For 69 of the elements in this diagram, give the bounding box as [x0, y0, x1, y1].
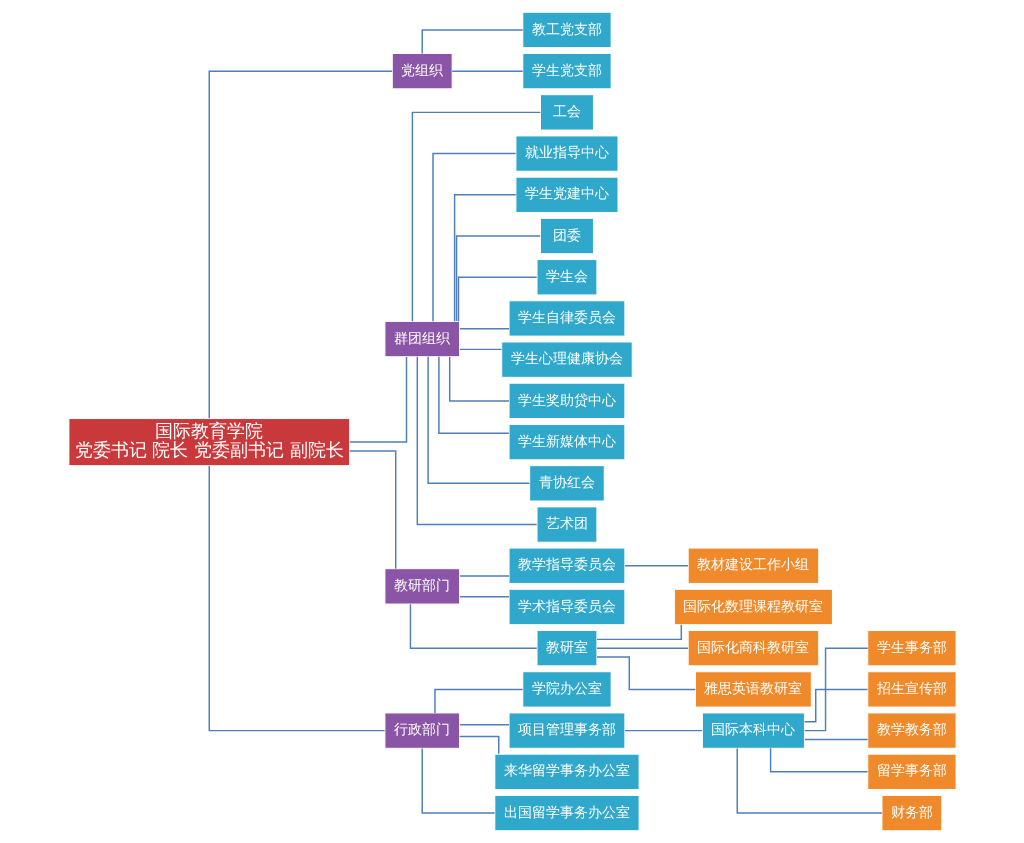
- node-box: 项目管理事务部: [508, 712, 625, 749]
- connector: [420, 747, 495, 814]
- connector: [595, 623, 682, 641]
- node-box: 招生宣传部: [866, 671, 957, 708]
- connector: [458, 724, 510, 726]
- connector: [458, 348, 502, 351]
- connector: [409, 603, 538, 649]
- connector: [623, 729, 703, 732]
- node-box: 工会: [539, 94, 594, 131]
- connector: [208, 70, 393, 420]
- node-box: 国际教育学院 党委书记 院长 党委副书记 副院长: [67, 418, 350, 467]
- connector: [458, 735, 499, 755]
- connector: [458, 328, 510, 330]
- connector: [458, 595, 510, 598]
- node-box: 来华留学事务办公室: [493, 753, 640, 790]
- connector: [348, 356, 407, 443]
- node-box: 学生会: [536, 259, 597, 296]
- connector: [769, 747, 868, 773]
- node-box: 学生新媒体中心: [508, 423, 625, 461]
- node-box: 学术指导委员会: [508, 588, 625, 626]
- node-box: 教工党支部: [521, 11, 612, 49]
- connector: [420, 29, 523, 55]
- node-box: 教学指导委员会: [508, 547, 625, 584]
- node-box: 党组织: [391, 53, 453, 90]
- node-box: 学院办公室: [521, 671, 612, 708]
- connector: [623, 565, 689, 567]
- node-box: 出国留学事务办公室: [493, 794, 640, 832]
- node-box: 财务部: [881, 794, 942, 832]
- connector: [457, 276, 537, 322]
- connector: [411, 111, 541, 322]
- connector: [803, 647, 868, 732]
- node-box: 国际化商科教研室: [687, 630, 819, 667]
- node-box: 国际本科中心: [701, 712, 805, 749]
- node-box: 学生党支部: [521, 53, 612, 90]
- connector: [595, 656, 696, 691]
- node-box: 教研室: [536, 630, 597, 667]
- node-box: 团委: [539, 217, 594, 255]
- node-box: 教学教务部: [866, 712, 957, 749]
- node-box: 教材建设工作小组: [687, 547, 819, 584]
- node-box: 青协红会: [528, 465, 605, 502]
- node-box: 学生奖助贷中心: [508, 382, 625, 420]
- connector: [803, 738, 868, 741]
- node-box: 留学事务部: [866, 753, 957, 790]
- node-box: 学生事务部: [866, 630, 957, 667]
- node-box: 就业指导中心: [514, 135, 618, 172]
- connector: [458, 575, 510, 577]
- connector: [448, 356, 510, 402]
- connector: [437, 356, 510, 434]
- connector: [208, 465, 385, 732]
- connector: [416, 356, 537, 526]
- connector: [431, 152, 516, 322]
- connector: [736, 747, 883, 814]
- node-box: 群团组织: [383, 320, 460, 358]
- connector: [450, 70, 523, 72]
- node-box: 学生党建中心: [514, 176, 618, 213]
- connector: [595, 647, 689, 649]
- node-box: 学生心理健康协会: [500, 341, 633, 378]
- node-box: 艺术团: [536, 506, 597, 543]
- connector: [348, 450, 396, 570]
- connector: [803, 688, 868, 723]
- connector: [426, 356, 530, 485]
- connector: [455, 235, 541, 322]
- node-box: 教研部门: [383, 568, 460, 605]
- node-box: 雅思英语教研室: [694, 671, 812, 708]
- connector: [453, 194, 516, 323]
- connector: [433, 688, 523, 714]
- node-box: 学生自律委员会: [508, 300, 625, 337]
- node-box: 国际化数理课程教研室: [673, 588, 833, 626]
- node-box: 行政部门: [383, 712, 460, 749]
